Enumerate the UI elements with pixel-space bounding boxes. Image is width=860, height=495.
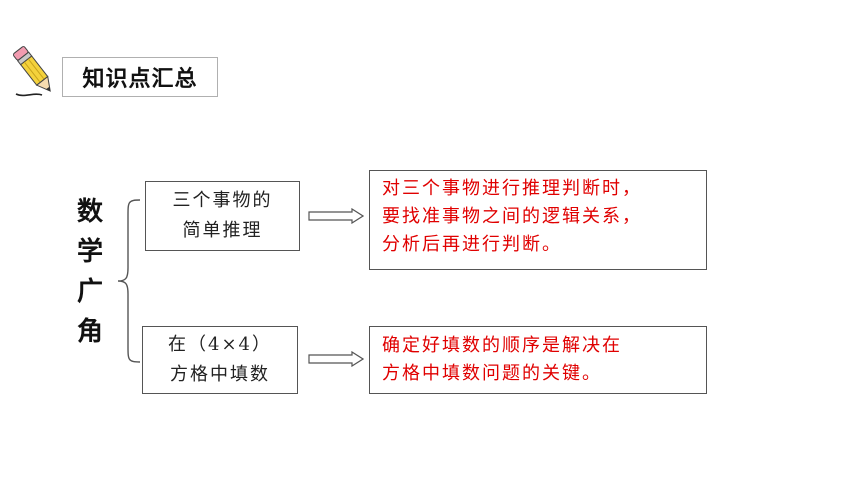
concept-node-grid-fill: 在（4×4） 方格中填数 [142, 326, 298, 394]
arrow-right-icon [308, 351, 364, 367]
result-box-grid-fill: 确定好填数的顺序是解决在 方格中填数问题的关键。 [369, 326, 707, 394]
page-title-text: 知识点汇总 [82, 67, 198, 92]
node-line: 在（4×4） [168, 334, 272, 355]
result-box-reasoning: 对三个事物进行推理判断时， 要找准事物之间的逻辑关系， 分析后再进行判断。 [369, 170, 707, 270]
topic-char: 学 [76, 237, 103, 267]
result-line: 方格中填数问题的关键。 [382, 363, 602, 384]
result-line: 对三个事物进行推理判断时， [382, 178, 642, 199]
topic-title: 数 学 广 角 [72, 192, 108, 352]
page-title: 知识点汇总 [62, 57, 218, 97]
node-line: 简单推理 [182, 220, 263, 241]
node-line: 方格中填数 [170, 364, 270, 385]
concept-node-reasoning: 三个事物的 简单推理 [145, 181, 300, 251]
pencil-icon [12, 46, 51, 97]
arrow-right-icon [308, 208, 364, 224]
left-brace [117, 199, 141, 363]
result-line: 确定好填数的顺序是解决在 [382, 335, 622, 356]
topic-char: 广 [76, 277, 103, 307]
topic-char: 数 [76, 197, 103, 227]
result-line: 分析后再进行判断。 [382, 234, 562, 255]
topic-char: 角 [76, 317, 103, 347]
node-line: 三个事物的 [172, 190, 273, 211]
result-line: 要找准事物之间的逻辑关系， [382, 206, 642, 227]
